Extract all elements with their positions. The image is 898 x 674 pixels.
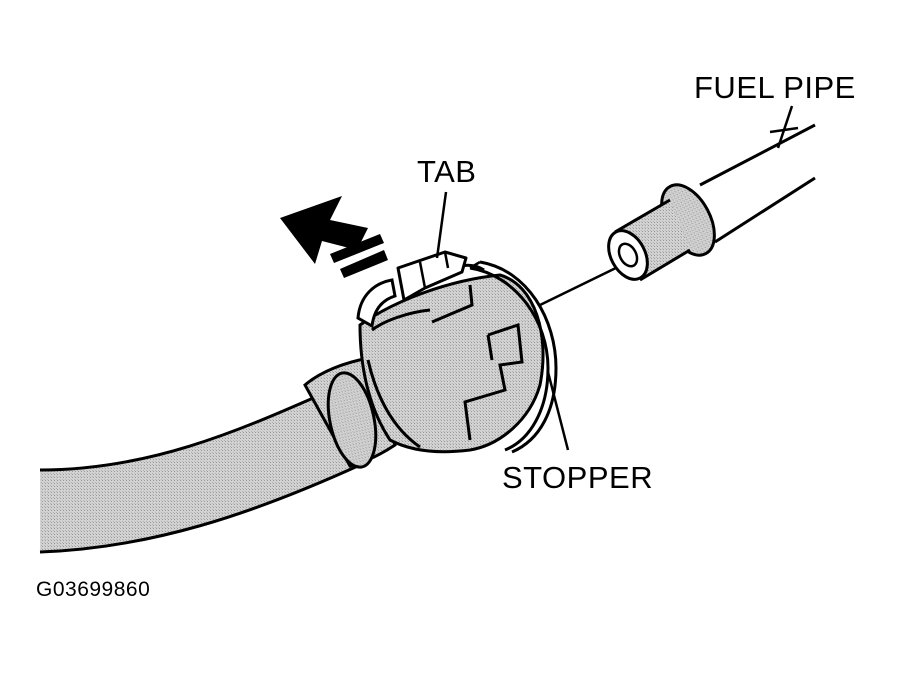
fuel-pipe-leader-tick	[769, 126, 799, 134]
tab-label: TAB	[417, 154, 477, 189]
connector-body	[358, 273, 545, 454]
push-arrow-icon	[280, 196, 388, 278]
fuel-pipe-leader	[776, 105, 794, 149]
fuel-hose	[39, 393, 361, 554]
tab	[396, 250, 468, 302]
stopper-label: STOPPER	[502, 460, 654, 495]
tab-leader	[435, 191, 448, 259]
fuel-pipe	[539, 123, 816, 307]
fuel-pipe-label: FUEL PIPE	[694, 70, 856, 105]
figure-code: G03699860	[36, 578, 151, 601]
stopper-leader	[546, 371, 570, 451]
leader-lines	[435, 105, 799, 451]
